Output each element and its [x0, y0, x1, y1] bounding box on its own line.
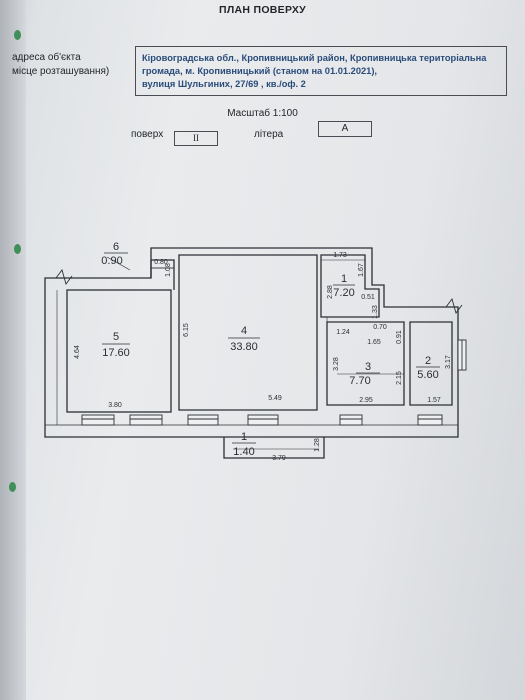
- room-3-area: 7.70: [349, 375, 370, 387]
- dim-label: 1.67: [358, 263, 365, 277]
- room-1-area: 7.20: [333, 287, 354, 299]
- room-4-number: 4: [241, 325, 247, 337]
- page-title: ПЛАН ПОВЕРХУ: [218, 4, 307, 16]
- liter-value: А: [318, 121, 372, 137]
- dim-label: 3.79: [272, 455, 286, 462]
- dim-label: 4.64: [74, 345, 81, 359]
- room-1-number: 1: [341, 273, 347, 285]
- dim-label: 3.28: [333, 357, 340, 371]
- dim-label: 0.91: [396, 330, 403, 344]
- dim-label: 1.65: [367, 339, 381, 346]
- dim-label: 0.80: [154, 259, 168, 266]
- binder-mark: [14, 244, 21, 254]
- room-2-number: 2: [425, 355, 431, 367]
- room-2-area: 5.60: [417, 369, 438, 381]
- dim-label: 1.73: [333, 252, 347, 259]
- dim-label: 2.88: [327, 285, 334, 299]
- room-5-area: 17.60: [102, 347, 130, 359]
- page-shadow: [0, 0, 26, 700]
- dim-label: 6.15: [183, 323, 190, 337]
- dim-label: 1.28: [314, 438, 321, 452]
- address-box: Кіровоградська обл., Кропивницький район…: [135, 46, 507, 96]
- room-6-area: 0.90: [101, 255, 122, 267]
- dim-label: 5.49: [268, 395, 282, 402]
- liter-label: літера: [254, 129, 284, 140]
- dim-label: 1.33: [372, 305, 379, 319]
- dim-label: 1.57: [427, 397, 441, 404]
- room-6-number: 6: [113, 241, 119, 253]
- dim-label: 1.08: [165, 263, 172, 277]
- scale-label: Масштаб 1:100: [227, 108, 298, 119]
- room-3-number: 3: [365, 361, 371, 373]
- dim-label: 3.80: [108, 402, 122, 409]
- floor-label: поверх: [131, 129, 164, 140]
- break-marks: [55, 269, 463, 314]
- dim-label: 1.24: [336, 329, 350, 336]
- room-5-number: 5: [113, 331, 119, 343]
- dim-label: 2.15: [396, 371, 403, 385]
- dim-label: 3.17: [445, 355, 452, 369]
- room-1b-number: 1: [241, 431, 247, 443]
- binder-mark: [9, 482, 16, 492]
- windows: [81, 259, 467, 426]
- binder-mark: [14, 30, 21, 40]
- dim-label: 0.51: [361, 294, 375, 301]
- dim-label: 0.70: [373, 324, 387, 331]
- floor-value: II: [174, 131, 218, 146]
- dimension-lines: [106, 256, 404, 450]
- room-1b-area: 1.40: [233, 446, 254, 458]
- dim-label: 2.95: [359, 397, 373, 404]
- address-label: адреса об'єкта місце розташування): [12, 52, 110, 77]
- room-4-area: 33.80: [230, 341, 258, 353]
